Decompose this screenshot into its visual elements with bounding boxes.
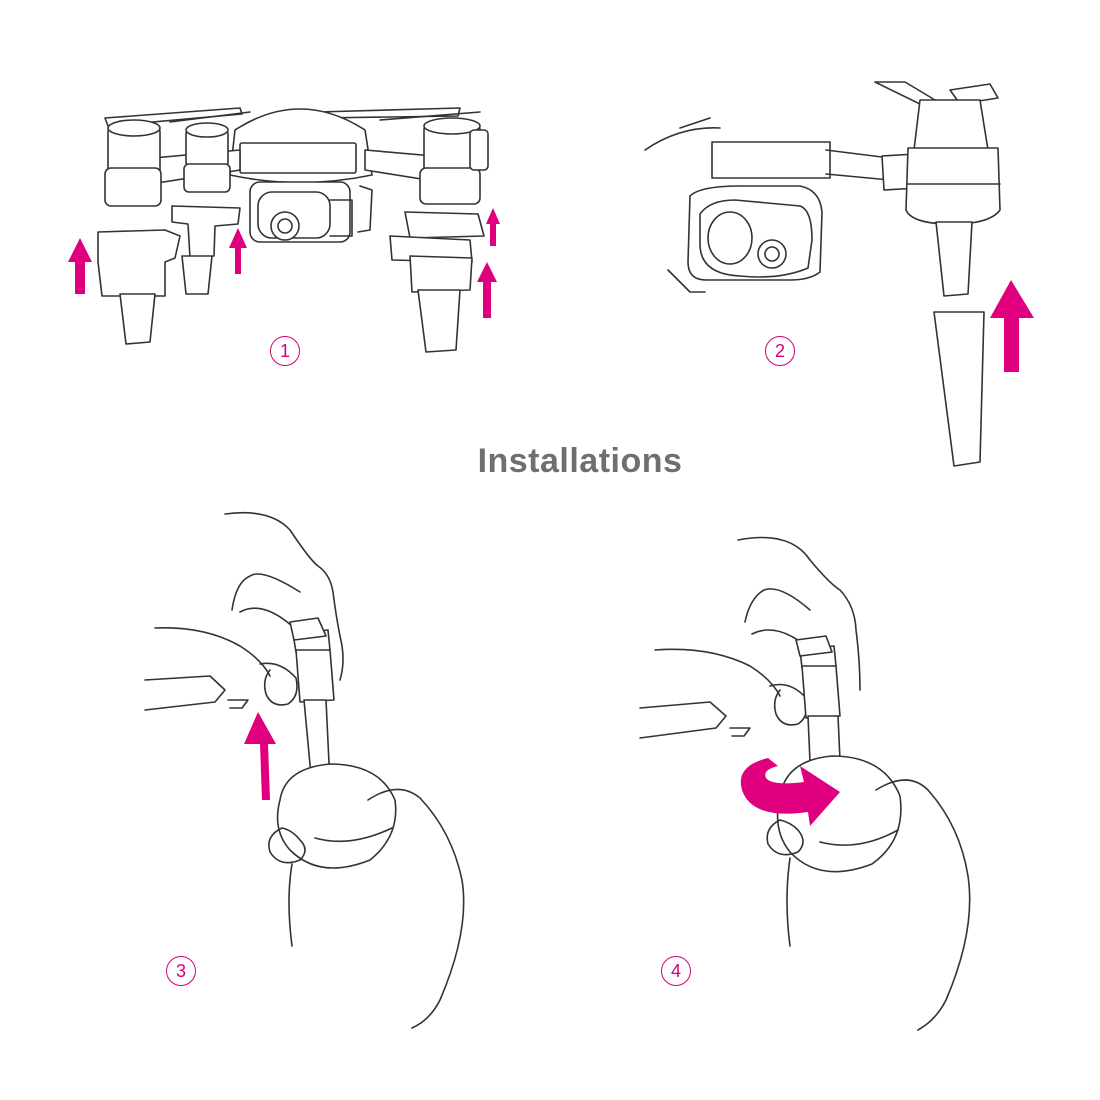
step-number-3: 3	[166, 956, 196, 986]
step-number-4: 4	[661, 956, 691, 986]
step-number-2: 2	[765, 336, 795, 366]
step1-up-arrows	[68, 208, 500, 318]
step3-up-arrow	[244, 712, 276, 800]
step-number-1: 1	[270, 336, 300, 366]
step2-up-arrow	[990, 280, 1034, 372]
step4-rotate-arrow	[740, 758, 840, 826]
step2-drone-arm-illustration	[644, 81, 1001, 467]
step1-drone-illustration	[97, 107, 489, 353]
page-title: Installations	[477, 442, 683, 480]
step3-hands-illustration	[144, 511, 465, 1029]
